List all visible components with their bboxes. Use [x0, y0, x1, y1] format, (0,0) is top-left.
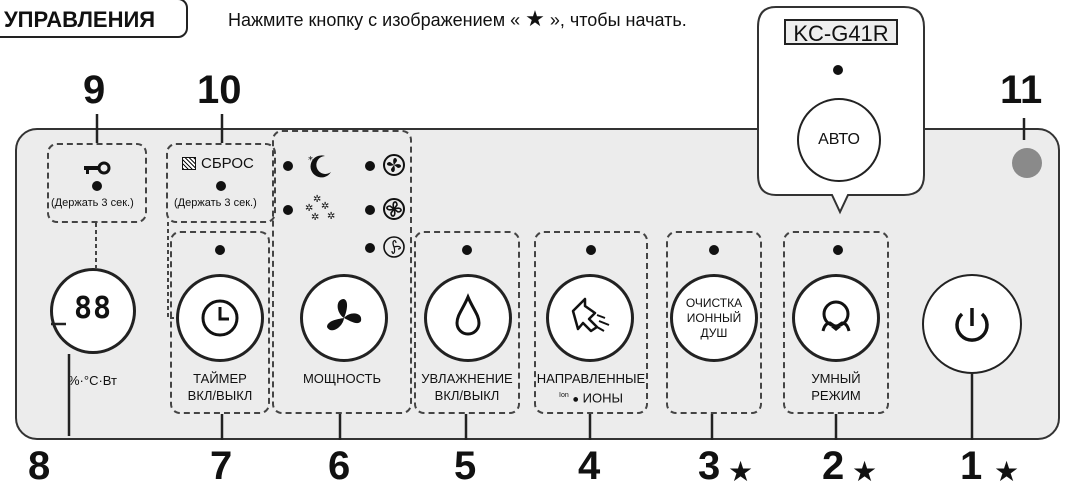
ion-shower-led — [709, 245, 719, 255]
auto-button[interactable]: АВТО — [797, 98, 881, 182]
timer-label-line2: ВКЛ/ВЫКЛ — [187, 388, 253, 403]
ion-prefix: Ion — [559, 392, 569, 399]
timer-button[interactable] — [176, 274, 264, 362]
power-label: МОЩНОСТЬ — [302, 371, 382, 386]
directed-ions-label-line1: НАПРАВЛЕННЫЕ — [536, 371, 646, 386]
callout-number-8: 8 — [28, 444, 51, 488]
smart-mode-label-line1: УМНЫЙ — [811, 371, 861, 386]
display-digits: 88 — [73, 291, 113, 326]
airflow-arrow-icon — [571, 297, 610, 333]
smart-mode-led — [833, 245, 843, 255]
section-tag: УПРАВЛЕНИЯ — [0, 0, 188, 38]
directed-ions-button[interactable] — [546, 274, 634, 362]
fan-icon — [327, 299, 362, 331]
ion-shower-box — [666, 231, 762, 414]
directed-ions-box — [534, 231, 648, 414]
svg-text:✲: ✲ — [313, 194, 321, 205]
connector-line — [95, 223, 97, 268]
fan-max-icon — [383, 154, 405, 176]
callout-number-3: 3 — [698, 444, 721, 488]
power-onoff-button[interactable] — [922, 274, 1022, 374]
fan-med-led — [365, 205, 375, 215]
timer-label: ТАЙМЕР ВКЛ/ВЫКЛ — [170, 370, 270, 404]
directed-ions-label-line2: Ion ● ИОНЫ — [534, 387, 648, 408]
moon-icon: * — [308, 155, 331, 178]
ion-shower-label-line1: ОЧИСТКА — [685, 295, 743, 310]
humidify-box — [414, 231, 520, 414]
star-icon: ★ — [994, 456, 1020, 487]
timer-box — [170, 231, 270, 414]
ion-shower-label-line3: ДУШ — [700, 325, 728, 340]
smart-mode-box — [783, 231, 889, 414]
star-icon: ★ — [852, 456, 878, 487]
timer-label-line1: ТАЙМЕР — [193, 371, 247, 386]
light-sensor — [1012, 148, 1042, 178]
display-button[interactable]: 88 — [50, 268, 136, 354]
smart-mode-label: УМНЫЙ РЕЖИМ — [783, 370, 889, 404]
instruction-text: Нажмите кнопку с изображением « ★ », что… — [228, 6, 687, 32]
callout-number-4: 4 — [578, 444, 601, 488]
filter-reset-hold-text: (Держать 3 сек.) — [174, 197, 257, 209]
humidify-button[interactable] — [424, 274, 512, 362]
callout-number-2: 2 — [822, 444, 845, 488]
power-icon — [955, 308, 989, 342]
callout-number-7: 7 — [210, 444, 233, 488]
ion-cluster-icon: ● — [572, 393, 580, 406]
reset-label: СБРОС — [201, 155, 254, 172]
clock-icon — [201, 299, 239, 337]
filter-reset-box — [166, 143, 276, 223]
filter-reset-led — [216, 181, 226, 191]
water-drop-icon — [455, 293, 481, 336]
filter-icon — [182, 157, 196, 170]
fan-low-icon — [383, 236, 405, 258]
fan-max-led — [365, 161, 375, 171]
pollen-icon: ✲✲✲✲✲ — [305, 194, 335, 223]
timer-led — [215, 245, 225, 255]
ion-shower-button[interactable]: ОЧИСТКА ИОННЫЙ ДУШ — [670, 274, 758, 362]
humidify-label-line1: УВЛАЖНЕНИЕ — [421, 371, 513, 386]
callout-number-10: 10 — [197, 68, 242, 112]
svg-text:✲: ✲ — [311, 212, 319, 223]
child-lock-hold-text: (Держать 3 сек.) — [51, 197, 134, 209]
directed-ions-led — [586, 245, 596, 255]
directed-ions-label: НАПРАВЛЕННЫЕ Ion ● ИОНЫ — [534, 370, 648, 408]
child-lock-box — [47, 143, 147, 223]
power-box — [272, 130, 412, 414]
sleep-led — [283, 161, 293, 171]
star-icon: ★ — [525, 6, 545, 31]
svg-text:✲: ✲ — [305, 203, 313, 214]
humidify-label: УВЛАЖНЕНИЕ ВКЛ/ВЫКЛ — [414, 370, 520, 404]
svg-text:✲: ✲ — [327, 211, 335, 222]
person-icon — [821, 300, 851, 332]
smart-mode-button[interactable] — [792, 274, 880, 362]
model-label: KC-G41R — [784, 19, 898, 46]
star-icon: ★ — [728, 456, 754, 487]
svg-text:*: * — [308, 155, 313, 166]
callout-number-9: 9 — [83, 68, 106, 112]
callout-number-6: 6 — [328, 444, 351, 488]
humidify-label-line2: ВКЛ/ВЫКЛ — [434, 388, 500, 403]
callout-number-1: 1 — [960, 444, 983, 488]
display-units: %·°C·Вт — [68, 373, 117, 388]
instruction-before: Нажмите кнопку с изображением « — [228, 10, 521, 30]
power-button[interactable] — [300, 274, 388, 362]
ion-shower-label-line2: ИОННЫЙ — [686, 310, 742, 325]
key-icon — [84, 161, 111, 175]
fan-low-led — [365, 243, 375, 253]
fan-medium-icon — [383, 198, 405, 220]
pollen-led — [283, 205, 293, 215]
callout-number-11: 11 — [1000, 68, 1043, 112]
instruction-after: », чтобы начать. — [549, 10, 687, 30]
auto-led — [833, 65, 843, 75]
humidify-led — [462, 245, 472, 255]
svg-text:✲: ✲ — [321, 201, 329, 212]
smart-mode-label-line2: РЕЖИМ — [811, 388, 861, 403]
callout-number-5: 5 — [454, 444, 477, 488]
child-lock-led — [92, 181, 102, 191]
directed-ions-label-line2-text: ИОНЫ — [582, 390, 623, 406]
